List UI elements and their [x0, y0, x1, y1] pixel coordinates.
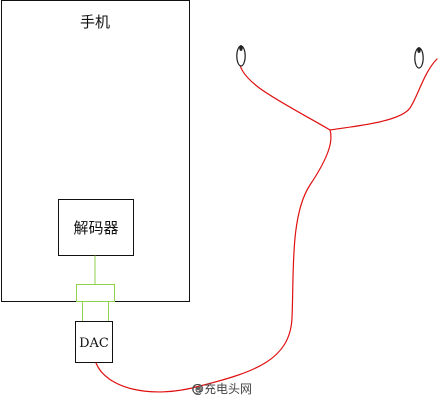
earbud-icon — [236, 45, 246, 67]
dac: DAC — [75, 321, 113, 363]
left-earbud-tip — [239, 45, 243, 51]
dac-label: DAC — [79, 336, 109, 351]
cable-right-branch — [329, 58, 438, 131]
watermark-text: @充电头网 — [192, 381, 252, 396]
earbud-icon — [414, 47, 424, 69]
watermark: @充电头网 — [192, 381, 252, 396]
right-earbud-tip — [417, 47, 421, 53]
weibo-icon — [192, 384, 202, 394]
connector-plug-inner — [82, 301, 109, 322]
dac-box — [75, 321, 113, 363]
cable-left-branch — [238, 54, 331, 131]
decoder-box — [58, 199, 134, 256]
decoder-label: 解码器 — [73, 219, 118, 237]
decoder: 解码器 — [58, 199, 134, 256]
cable-main — [95, 129, 332, 393]
phone-label: 手机 — [80, 13, 110, 31]
weibo-icon-eye — [196, 387, 200, 391]
